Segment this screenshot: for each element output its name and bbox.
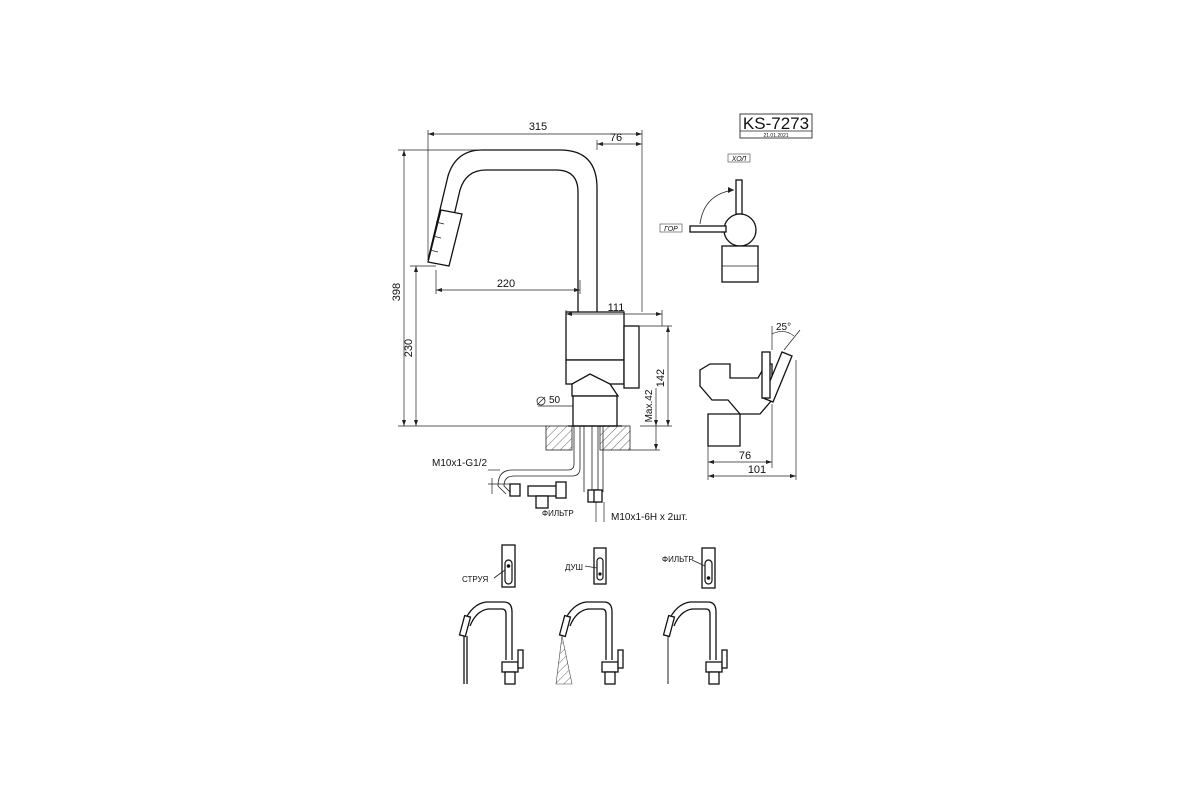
- mode-filter-label: ФИЛЬТР: [662, 555, 694, 564]
- hot-label: ГОР: [664, 226, 678, 233]
- countertop-left: [545, 425, 573, 451]
- svg-text:25°: 25°: [776, 322, 791, 333]
- svg-text:101: 101: [748, 464, 766, 476]
- mode-stream: СТРУЯ: [458, 544, 524, 685]
- mode-filter: ФИЛЬТР: [662, 547, 728, 685]
- dim-total-height: 398: [391, 149, 546, 427]
- top-view-body: [723, 213, 757, 247]
- svg-text:Max.42: Max.42: [644, 389, 655, 422]
- dim-body-height: 230: [403, 265, 436, 426]
- dim-top-offset: 76: [596, 132, 642, 150]
- dim-total-width: 315: [427, 121, 643, 312]
- mode-stream-label: СТРУЯ: [462, 575, 488, 584]
- cold-label: ХОЛ: [731, 156, 747, 163]
- title-block: KS-7273 21.01.2021: [739, 113, 813, 139]
- inlet-thread-label: M10x1-G1/2: [432, 458, 510, 494]
- dim-max-thickness: Max.42: [630, 388, 660, 451]
- svg-text:398: 398: [391, 283, 403, 301]
- svg-text:111: 111: [608, 302, 625, 314]
- model-number: KS-7273: [743, 114, 809, 133]
- svg-text:M10x1-G1/2: M10x1-G1/2: [432, 458, 487, 469]
- svg-text:M10x1-6H x 2шт.: M10x1-6H x 2шт.: [611, 512, 688, 523]
- svg-text:142: 142: [655, 369, 667, 387]
- svg-text:76: 76: [739, 450, 751, 462]
- countertop-right: [599, 425, 631, 451]
- svg-text:315: 315: [529, 121, 547, 133]
- top-view: ХОЛ ГОР: [659, 153, 759, 283]
- svg-text:76: 76: [610, 132, 622, 144]
- dim-spout-reach: 220: [435, 270, 581, 294]
- side-view: 25° 76 101: [699, 322, 801, 480]
- base: [572, 395, 618, 427]
- svg-text:50: 50: [549, 395, 561, 406]
- hose-thread-label: M10x1-6H x 2шт.: [595, 502, 688, 523]
- dim-base-diameter: 50: [536, 395, 573, 407]
- filter-valve: [509, 481, 603, 509]
- main-faucet-view: 315 76 398 230 220: [391, 121, 688, 523]
- mixer-body: [565, 311, 625, 361]
- dim-handle-width: 111: [565, 302, 663, 326]
- drawing-date: 21.01.2021: [763, 133, 788, 139]
- mode-shower-label: ДУШ: [565, 563, 583, 572]
- svg-text:220: 220: [497, 278, 515, 290]
- filter-label: ФИЛЬТР: [542, 509, 574, 518]
- lever-handle: [623, 325, 640, 389]
- svg-text:230: 230: [403, 339, 415, 357]
- mode-shower: ДУШ: [555, 547, 624, 685]
